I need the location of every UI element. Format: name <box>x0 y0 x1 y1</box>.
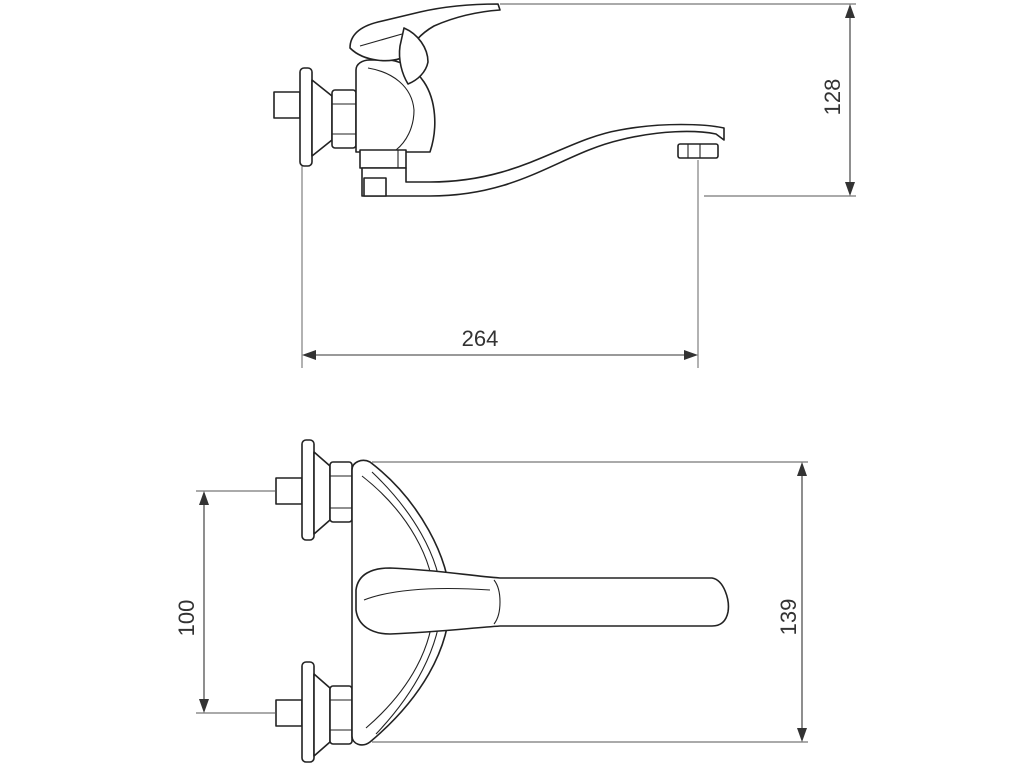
side-spout <box>361 123 725 197</box>
side-view: 128 264 <box>273 3 856 368</box>
front-view: 100 139 <box>174 439 808 763</box>
side-wall-connector <box>273 67 357 167</box>
dimension-139: 139 <box>776 462 807 742</box>
dimension-264: 264 <box>302 326 698 360</box>
front-lower-wall-connector <box>275 661 353 763</box>
dimension-label-100: 100 <box>174 600 199 637</box>
dimension-label-128: 128 <box>820 79 845 116</box>
side-lever-handle <box>349 3 501 85</box>
side-mixer-body <box>355 59 436 169</box>
dimension-label-139: 139 <box>776 599 801 636</box>
front-lever-handle <box>355 567 730 635</box>
front-upper-wall-connector <box>275 439 353 541</box>
dimension-100: 100 <box>174 491 209 713</box>
dimension-128: 128 <box>820 4 855 196</box>
dimension-label-264: 264 <box>462 326 499 351</box>
